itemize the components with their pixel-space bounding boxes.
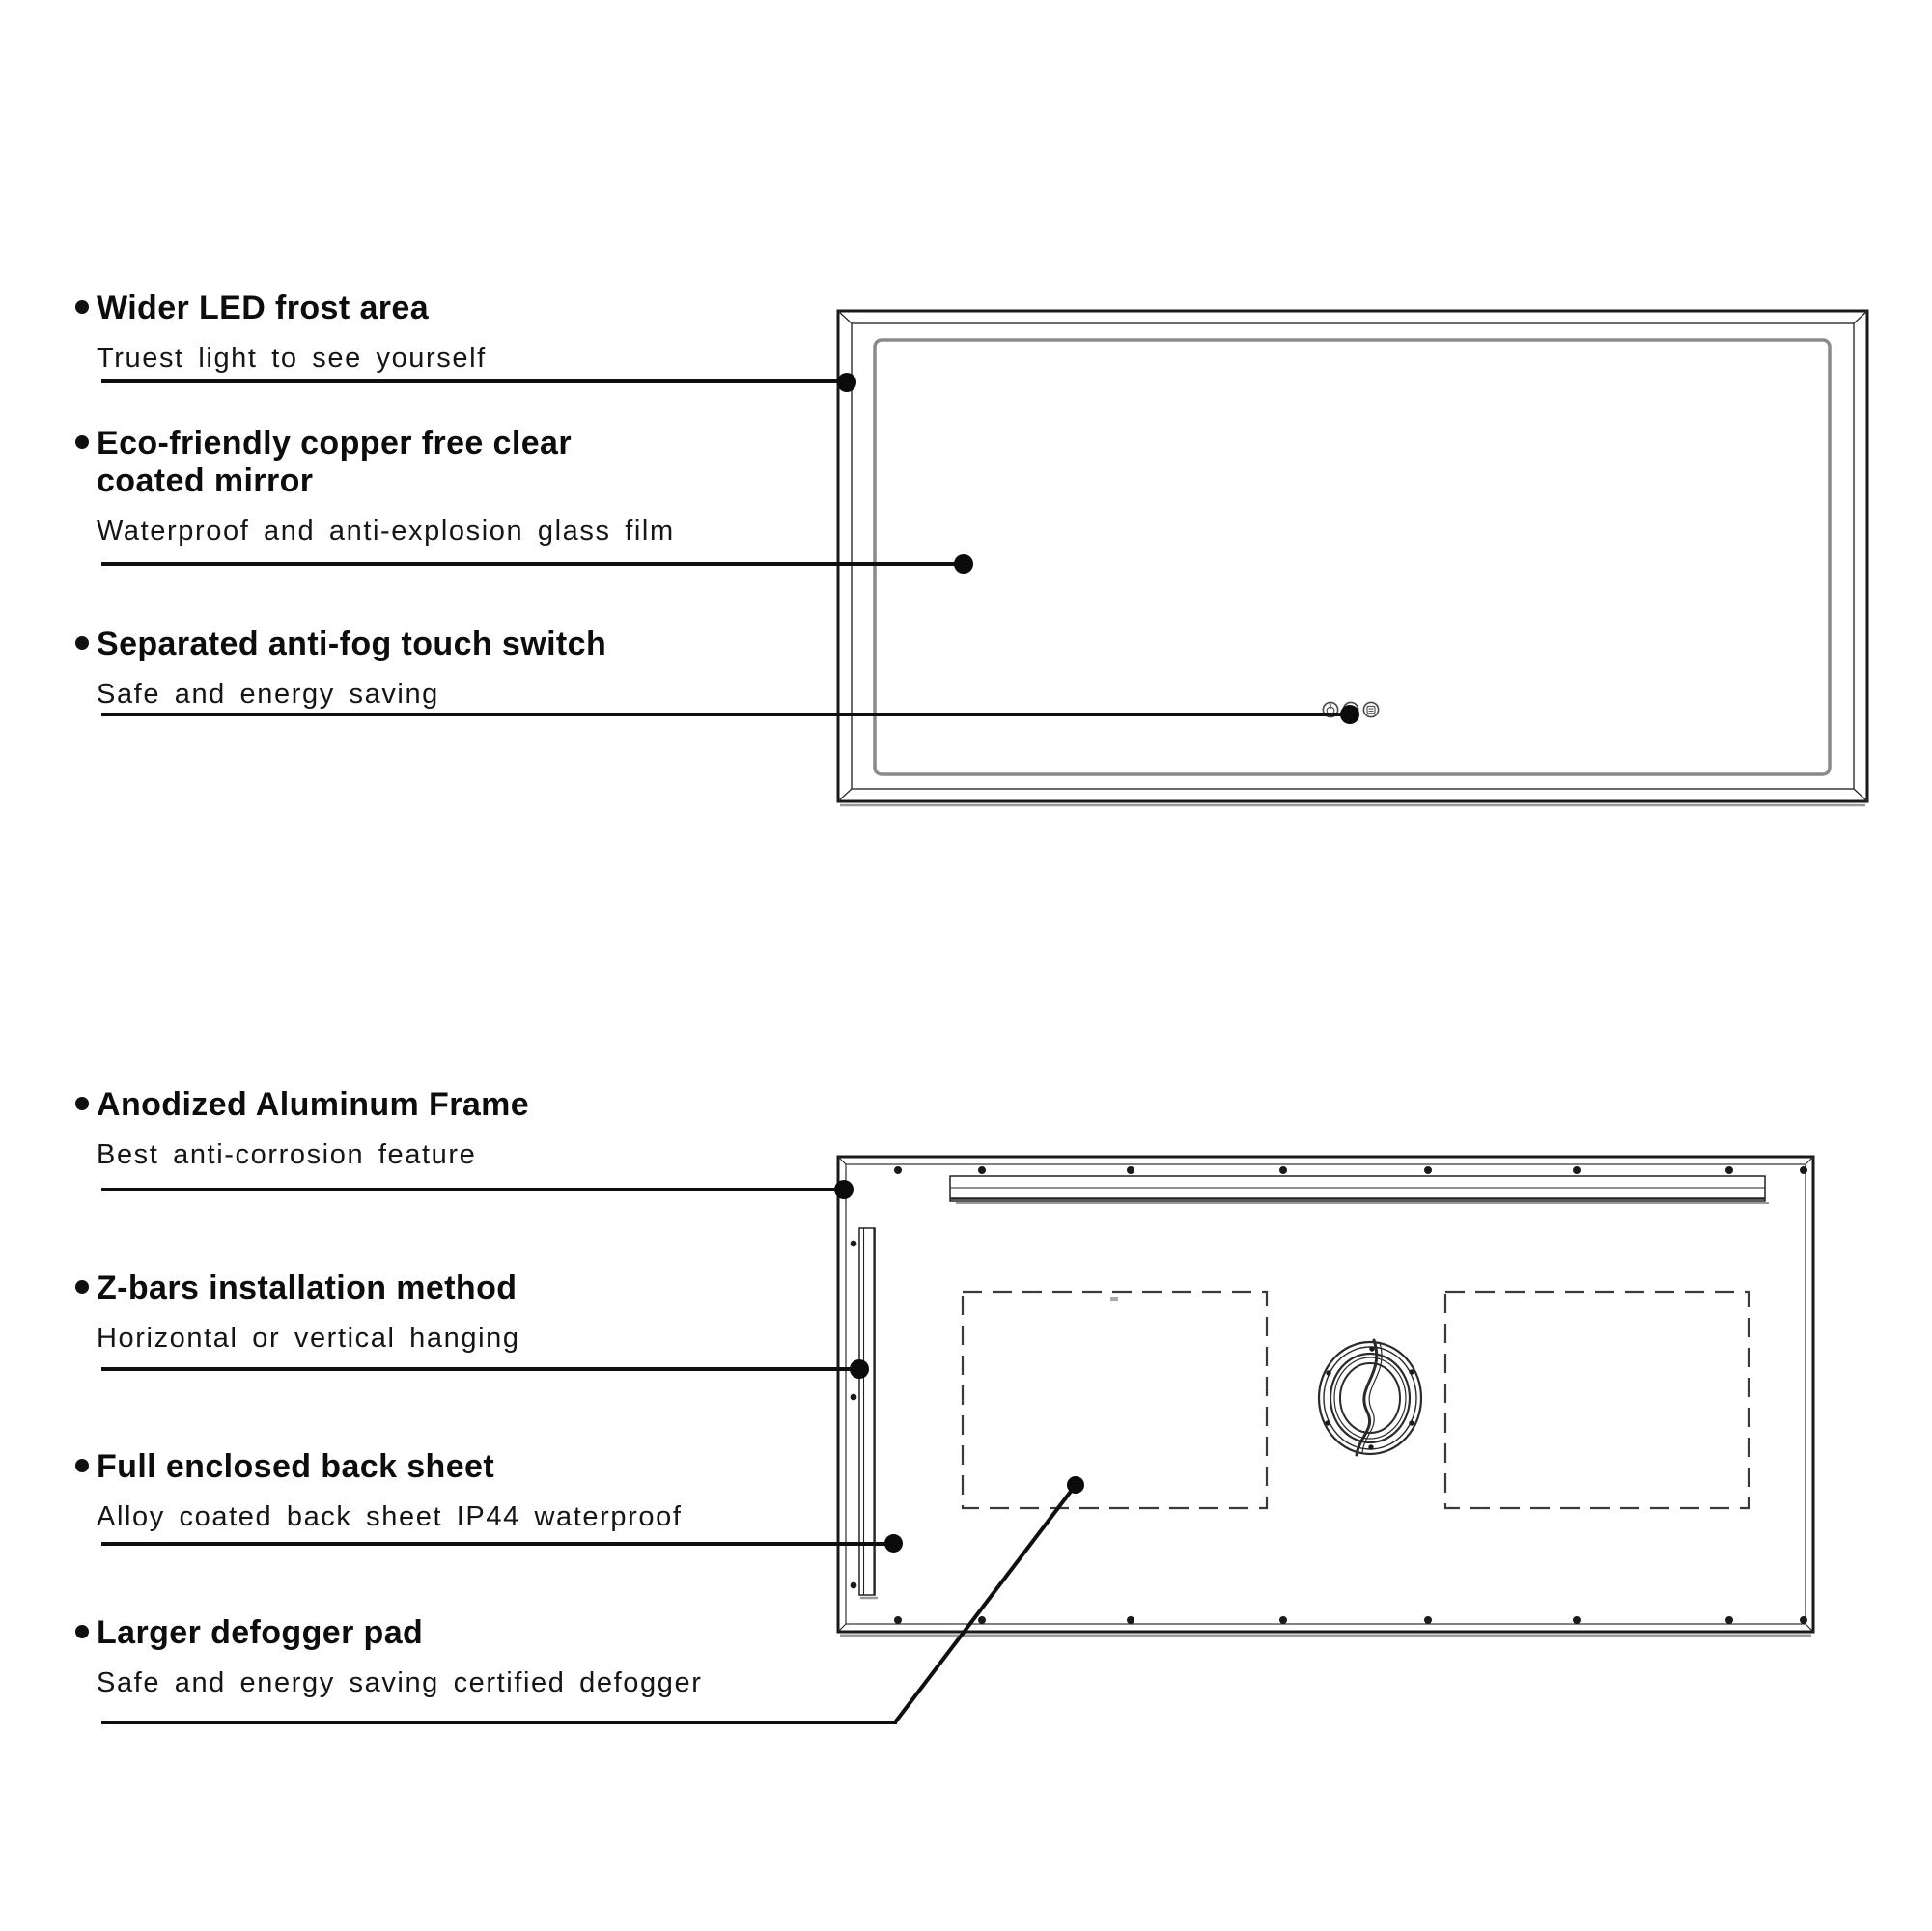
callout-line-defogger — [101, 1721, 897, 1724]
feature-title: Separated anti-fog touch switch — [97, 626, 607, 662]
defog-icon — [1362, 701, 1380, 718]
bullet-icon — [75, 435, 89, 449]
feature-title: Z-bars installation method — [97, 1270, 518, 1306]
mirror-front-view — [836, 309, 1869, 807]
callout-line-wider-led — [101, 379, 847, 383]
side-screws — [850, 1240, 857, 1589]
feature-zbars: Z-bars installation method Horizontal or… — [75, 1270, 520, 1355]
bullet-icon — [75, 636, 89, 650]
bullet-icon — [75, 1280, 89, 1294]
power-cable — [1355, 1338, 1379, 1457]
feature-title: Eco-friendly copper free clear coated mi… — [97, 425, 572, 499]
feature-antifog-switch: Separated anti-fog touch switch Safe and… — [75, 626, 606, 711]
rivet-row-bottom — [894, 1616, 1807, 1624]
bullet-icon — [75, 1625, 89, 1638]
feature-title: Larger defogger pad — [97, 1614, 424, 1651]
feature-subtitle: Truest light to see yourself — [97, 342, 487, 374]
feature-aluminum-frame: Anodized Aluminum Frame Best anti-corros… — [75, 1086, 529, 1171]
feature-title: Full enclosed back sheet — [97, 1448, 495, 1485]
callout-dot-back-sheet — [884, 1534, 903, 1553]
front-frame-inner — [851, 322, 1855, 790]
callout-dot-frame — [834, 1180, 854, 1199]
cable-grommet — [1317, 1338, 1423, 1457]
power-cable-edge — [1361, 1342, 1383, 1453]
back-frame-outer — [836, 1155, 1815, 1634]
feature-title: Anodized Aluminum Frame — [97, 1086, 530, 1123]
feature-subtitle: Horizontal or vertical hanging — [97, 1322, 520, 1354]
pad-label-mark — [1110, 1297, 1118, 1301]
back-frame-inner — [845, 1163, 1806, 1625]
front-frame-outer — [836, 309, 1869, 803]
callout-dot-defogger — [1067, 1476, 1084, 1494]
mirror-back-view — [836, 1155, 1815, 1637]
z-bar-left — [858, 1227, 878, 1600]
callout-line-eco-mirror — [101, 562, 964, 566]
bullet-icon — [75, 300, 89, 314]
callout-line-zbars — [101, 1367, 859, 1371]
led-frost-line — [873, 338, 1832, 776]
feature-subtitle: Safe and energy saving certified defogge… — [97, 1666, 703, 1698]
bullet-icon — [75, 1097, 89, 1110]
callout-line-back-sheet — [101, 1542, 894, 1546]
feature-title: Wider LED frost area — [97, 290, 429, 326]
defogger-pad-left — [961, 1290, 1269, 1510]
grommet-screws — [1325, 1346, 1414, 1450]
callout-dot-antifog — [1340, 705, 1359, 724]
feature-wider-led: Wider LED frost area Truest light to see… — [75, 290, 487, 375]
defogger-pad-right — [1443, 1290, 1750, 1510]
callout-dot-eco-mirror — [954, 554, 973, 574]
callout-dot-wider-led — [837, 373, 856, 392]
z-bar-top — [949, 1175, 1769, 1204]
feature-subtitle: Best anti-corrosion feature — [97, 1138, 477, 1170]
feature-subtitle: Alloy coated back sheet IP44 waterproof — [97, 1500, 683, 1532]
feature-eco-mirror: Eco-friendly copper free clear coated mi… — [75, 425, 676, 546]
front-frame-miters — [837, 310, 1868, 802]
feature-defogger-pad: Larger defogger pad Safe and energy savi… — [75, 1614, 702, 1699]
back-frame-miters — [837, 1156, 1814, 1633]
bullet-icon — [75, 1459, 89, 1472]
callout-line-frame — [101, 1188, 844, 1191]
callout-line-antifog — [101, 713, 1350, 716]
rivet-row-top — [894, 1166, 1807, 1174]
callout-dot-zbars — [850, 1359, 869, 1379]
feature-subtitle: Waterproof and anti-explosion glass film — [97, 515, 675, 546]
feature-subtitle: Safe and energy saving — [97, 678, 439, 710]
feature-back-sheet: Full enclosed back sheet Alloy coated ba… — [75, 1448, 682, 1533]
